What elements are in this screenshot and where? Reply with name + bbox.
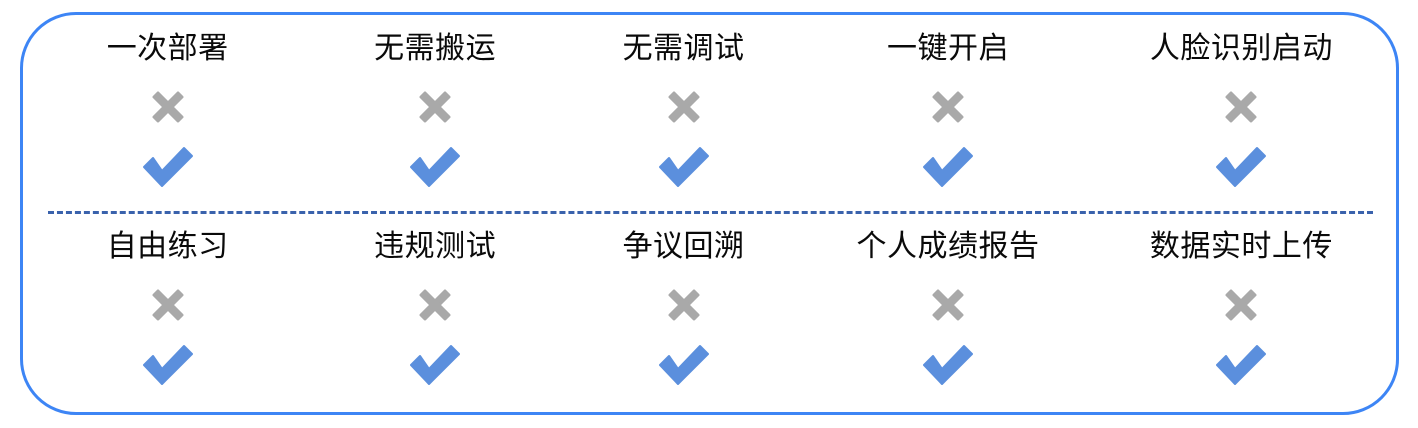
cross-icon	[144, 83, 192, 131]
row-divider	[48, 211, 1373, 214]
cross-icon	[411, 83, 459, 131]
feature-label: 人脸识别启动	[1149, 32, 1333, 65]
feature-label: 违规测试	[374, 230, 497, 263]
feature-column: 一键开启	[809, 29, 1086, 189]
cross-icon	[660, 83, 708, 131]
check-icon	[407, 343, 463, 387]
check-icon	[920, 145, 976, 189]
feature-label: 自由练习	[106, 230, 229, 263]
feature-column: 个人成绩报告	[809, 227, 1086, 387]
feature-row-top: 一次部署 无需搬运	[23, 29, 1396, 209]
feature-column: 无需搬运	[312, 29, 557, 189]
feature-label: 个人成绩报告	[856, 230, 1040, 263]
feature-label: 数据实时上传	[1149, 230, 1333, 263]
feature-column: 违规测试	[312, 227, 557, 387]
feature-comparison-card: 一次部署 无需搬运	[20, 12, 1399, 415]
feature-column: 人脸识别启动	[1087, 29, 1396, 189]
check-icon	[920, 343, 976, 387]
check-icon	[140, 343, 196, 387]
cross-icon	[924, 281, 972, 329]
cross-icon	[1217, 83, 1265, 131]
feature-label: 一次部署	[106, 32, 229, 65]
cross-icon	[411, 281, 459, 329]
cross-icon	[924, 83, 972, 131]
check-icon	[1213, 145, 1269, 189]
feature-label: 一键开启	[886, 32, 1009, 65]
check-icon	[140, 145, 196, 189]
check-icon	[1213, 343, 1269, 387]
feature-column: 争议回溯	[558, 227, 809, 387]
feature-column: 一次部署	[23, 29, 312, 189]
cross-icon	[1217, 281, 1265, 329]
feature-label: 无需调试	[622, 32, 745, 65]
check-icon	[656, 343, 712, 387]
feature-label: 无需搬运	[374, 32, 497, 65]
feature-column: 无需调试	[558, 29, 809, 189]
cross-icon	[144, 281, 192, 329]
feature-column: 自由练习	[23, 227, 312, 387]
feature-row-bottom: 自由练习 违规测试	[23, 227, 1396, 407]
feature-label: 争议回溯	[622, 230, 745, 263]
cross-icon	[660, 281, 708, 329]
feature-column: 数据实时上传	[1087, 227, 1396, 387]
check-icon	[407, 145, 463, 189]
check-icon	[656, 145, 712, 189]
